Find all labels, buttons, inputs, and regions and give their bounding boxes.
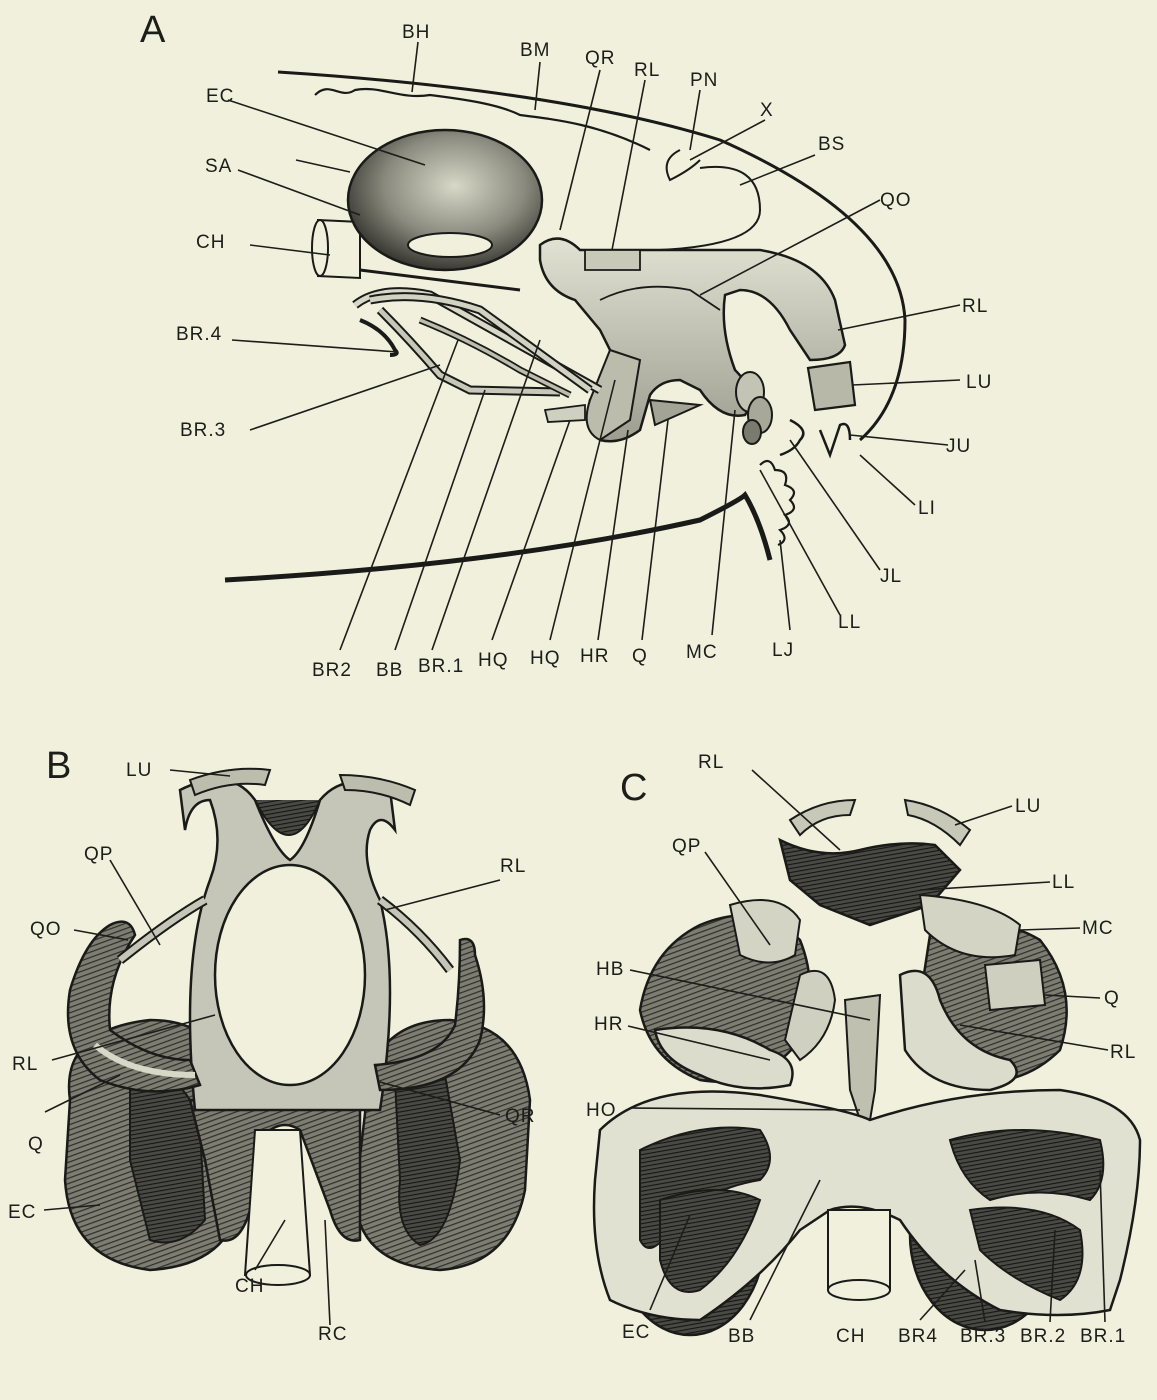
label-c-br1: BR.1 [1080, 1326, 1126, 1347]
label-c-mc: MC [1082, 918, 1114, 939]
label-c-br3: BR.3 [960, 1326, 1006, 1347]
panel-letter-b: B [46, 745, 71, 787]
panel-a: A [140, 9, 992, 681]
label-b-ec: EC [8, 1202, 36, 1223]
label-li: LI [918, 498, 936, 519]
label-c-ll: LL [1052, 872, 1075, 893]
label-c-hb: HB [596, 959, 624, 980]
label-br3: BR.3 [180, 420, 226, 441]
label-bm: BM [520, 40, 551, 61]
label-rl-2: RL [962, 296, 988, 317]
label-hq-2: HQ [530, 648, 561, 669]
label-c-ec: EC [622, 1322, 650, 1343]
label-c-qp: QP [672, 836, 701, 857]
label-rl: RL [634, 60, 660, 81]
label-b-ch: CH [235, 1276, 264, 1297]
label-b-qp: QP [84, 844, 113, 865]
label-c-ch: CH [836, 1326, 865, 1347]
label-c-bb: BB [728, 1326, 755, 1347]
label-jl: JL [880, 566, 902, 587]
label-ec: EC [206, 86, 234, 107]
label-sa: SA [205, 156, 232, 177]
label-br2: BR2 [312, 660, 352, 681]
label-b-rc: RC [318, 1324, 347, 1345]
label-br4: BR.4 [176, 324, 222, 345]
label-b-qo: QO [30, 919, 62, 940]
label-c-q: Q [1104, 988, 1120, 1009]
label-b-lu: LU [126, 760, 152, 781]
label-b-rl-2: RL [12, 1054, 38, 1075]
label-c-lu: LU [1015, 796, 1041, 817]
label-qr: QR [585, 48, 616, 69]
label-ll: LL [838, 612, 861, 633]
label-mc: MC [686, 642, 718, 663]
label-b-q: Q [28, 1134, 44, 1155]
panel-b: B [8, 745, 536, 1345]
label-c-rl-2: RL [1110, 1042, 1136, 1063]
label-q: Q [632, 646, 648, 667]
panel-letter-c: C [620, 767, 647, 809]
label-lj: LJ [772, 640, 794, 661]
label-hq: HQ [478, 650, 509, 671]
label-b-rl: RL [500, 856, 526, 877]
panel-a-drawing [225, 72, 905, 580]
label-b-qr: QR [505, 1106, 536, 1127]
panel-c: C [586, 752, 1140, 1347]
label-br1: BR.1 [418, 656, 464, 677]
label-c-br2: BR.2 [1020, 1326, 1066, 1347]
label-c-hr: HR [594, 1014, 623, 1035]
label-ju: JU [946, 436, 971, 457]
panel-a-leader-lines [228, 42, 960, 650]
label-c-br4: BR4 [898, 1326, 938, 1347]
panel-b-drawing [65, 769, 530, 1285]
label-bb: BB [376, 660, 403, 681]
panel-letter-a: A [140, 9, 166, 51]
label-pn: PN [690, 70, 718, 91]
label-c-rl: RL [698, 752, 724, 773]
label-hr: HR [580, 646, 609, 667]
label-qo: QO [880, 190, 912, 211]
label-bh: BH [402, 22, 430, 43]
label-lu: LU [966, 372, 992, 393]
label-bs: BS [818, 134, 845, 155]
label-c-ho: HO [586, 1100, 617, 1121]
label-x: X [760, 100, 774, 121]
panel-a-labels: BH BM QR RL PN X EC SA BS QO CH RL BR.4 … [176, 22, 992, 681]
label-ch: CH [196, 232, 225, 253]
